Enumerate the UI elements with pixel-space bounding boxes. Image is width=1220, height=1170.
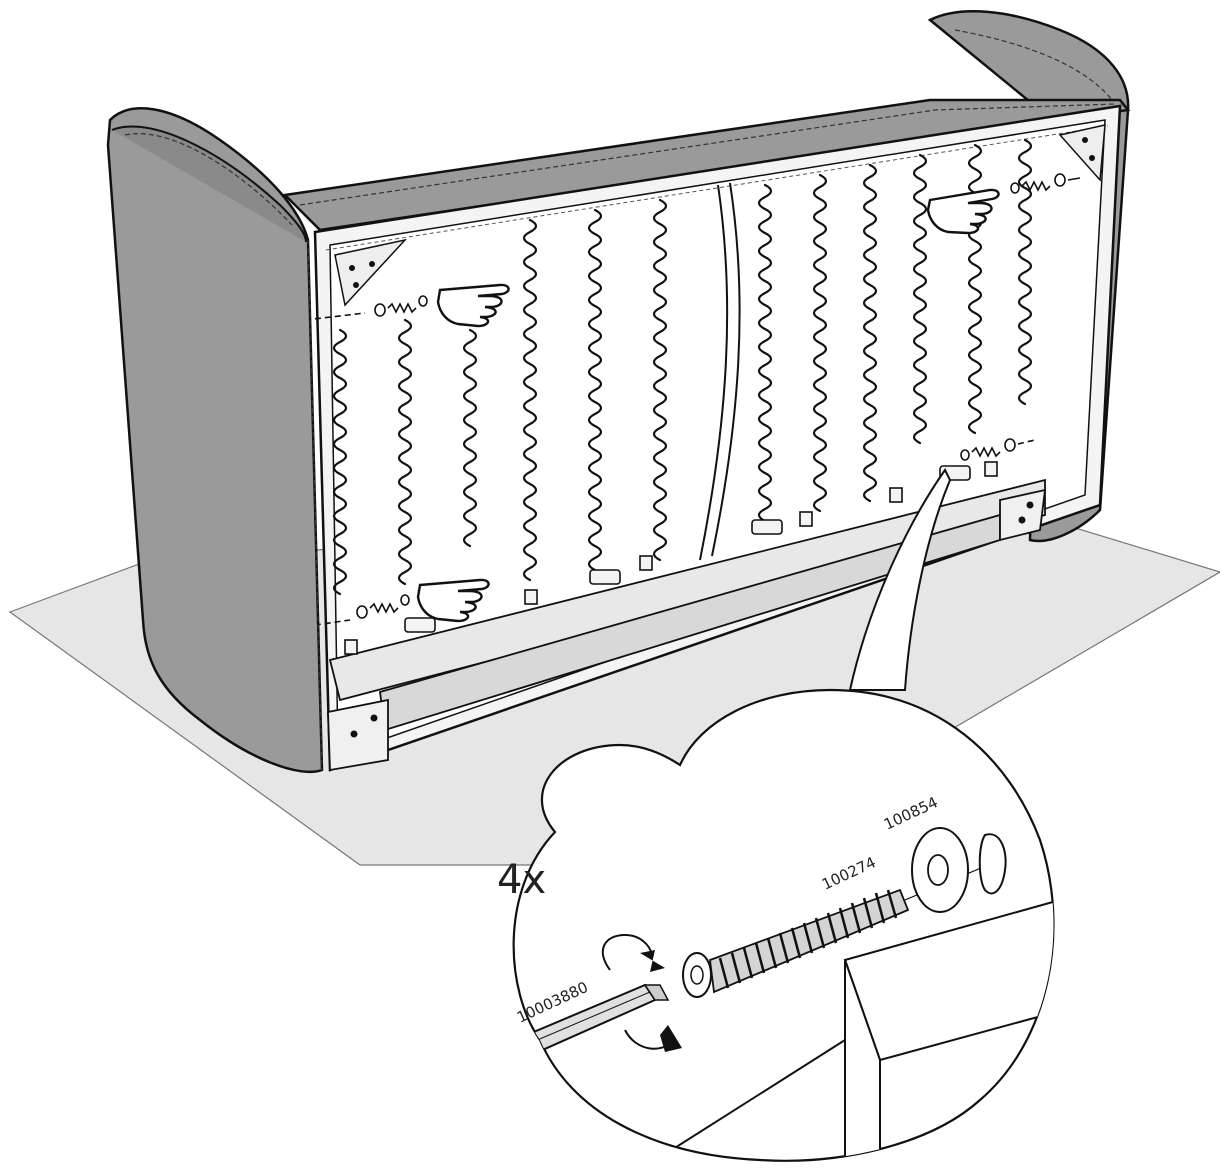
quantity-label: 4x <box>497 857 546 903</box>
bottom-rail <box>328 478 1046 702</box>
left-armrest <box>106 107 324 774</box>
zoom-callout-pointer <box>848 468 952 691</box>
bolts-on-frame <box>294 173 1081 629</box>
hand-pointer-icon <box>416 578 490 623</box>
sinuous-springs <box>332 138 1033 596</box>
hand-pointer-icon <box>926 188 1000 235</box>
bolt-head <box>682 952 712 998</box>
hand-pointer-icon <box>436 283 510 328</box>
rotate-arrow-icon <box>601 933 682 1052</box>
sofa-back-top <box>282 98 1131 232</box>
spring-clips <box>344 461 998 655</box>
